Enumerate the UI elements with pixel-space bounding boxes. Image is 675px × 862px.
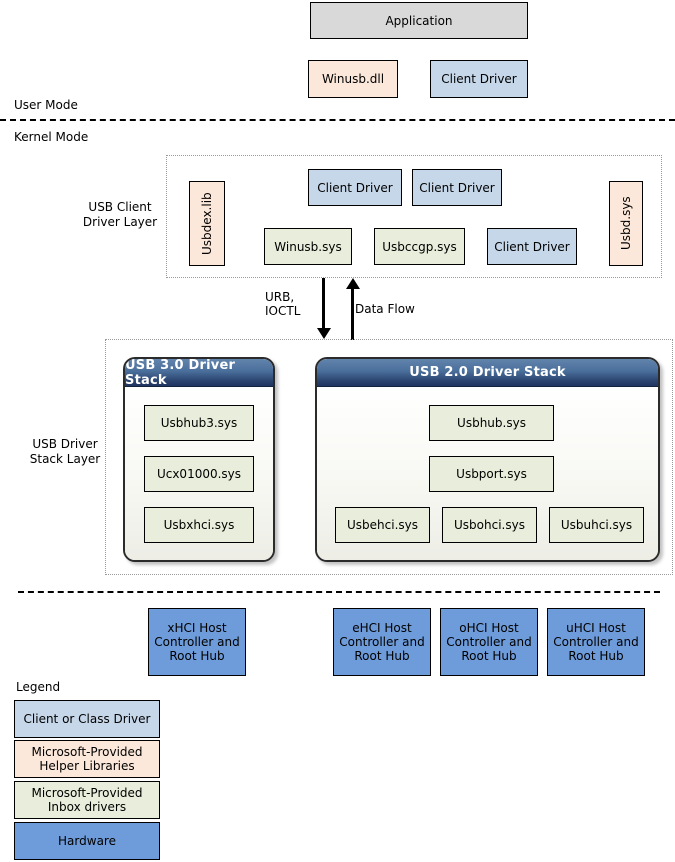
panel-usb2-title-text: USB 2.0 Driver Stack	[409, 365, 566, 380]
node-ohci-line3: Root Hub	[461, 649, 517, 663]
separator-software-hardware	[18, 591, 660, 593]
node-application[interactable]: Application	[310, 2, 528, 39]
node-ehci-line1: eHCI Host	[352, 621, 412, 635]
node-ucx01000-sys[interactable]: Ucx01000.sys	[144, 456, 254, 492]
label-kernel-mode: Kernel Mode	[14, 130, 88, 144]
node-ohci-line1: oHCI Host	[459, 621, 519, 635]
node-user-client-driver[interactable]: Client Driver	[430, 60, 528, 98]
node-client-driver-3-label: Client Driver	[494, 239, 570, 254]
node-usbport-sys[interactable]: Usbport.sys	[429, 456, 554, 492]
legend-item-hardware: Hardware	[14, 822, 160, 860]
node-uhci-line2: Controller and	[553, 635, 639, 649]
legend-item-inbox-drivers-line2: Inbox drivers	[47, 800, 127, 814]
node-usbuhci-sys-label: Usbuhci.sys	[560, 518, 633, 532]
node-winusb-sys-label: Winusb.sys	[274, 239, 342, 254]
node-usbohci-sys-label: Usbohci.sys	[454, 518, 525, 532]
node-usbdex-lib[interactable]: Usbdex.lib	[189, 181, 225, 266]
label-driver-stack-layer: USB Driver Stack Layer	[5, 437, 125, 467]
node-ehci-line2: Controller and	[339, 635, 425, 649]
node-usbhub3-sys-label: Usbhub3.sys	[160, 416, 238, 430]
legend-title: Legend	[16, 680, 60, 694]
label-client-driver-layer: USB Client Driver Layer	[60, 200, 180, 230]
panel-usb2-body: Usbhub.sys Usbport.sys Usbehci.sys Usboh…	[317, 387, 658, 560]
node-ehci-host-controller[interactable]: eHCI Host Controller and Root Hub	[333, 608, 431, 676]
label-driver-stack-layer-line1: USB Driver	[32, 437, 98, 451]
node-uhci-line3: Root Hub	[568, 649, 624, 663]
panel-usb2-driver-stack[interactable]: USB 2.0 Driver Stack Usbhub.sys Usbport.…	[315, 357, 660, 562]
node-winusb-dll-label: Winusb.dll	[321, 72, 385, 86]
group-driver-stack-layer	[105, 339, 673, 575]
node-client-driver-2[interactable]: Client Driver	[412, 169, 502, 206]
node-usbxhci-sys-label: Usbxhci.sys	[163, 518, 235, 532]
node-usbd-sys[interactable]: Usbd.sys	[609, 181, 643, 266]
node-ucx01000-sys-label: Ucx01000.sys	[156, 467, 242, 481]
node-usbhub3-sys[interactable]: Usbhub3.sys	[144, 405, 254, 441]
legend-item-hardware-label: Hardware	[58, 834, 116, 848]
legend-item-inbox-drivers: Microsoft-Provided Inbox drivers	[14, 781, 160, 819]
node-xhci-line2: Controller and	[154, 635, 240, 649]
legend-item-client-driver: Client or Class Driver	[14, 700, 160, 738]
node-winusb-dll[interactable]: Winusb.dll	[308, 60, 398, 98]
label-kernel-mode-text: Kernel Mode	[14, 130, 89, 144]
node-uhci-host-controller[interactable]: uHCI Host Controller and Root Hub	[547, 608, 645, 676]
label-data-flow-text: Data Flow	[355, 302, 415, 316]
label-urb-ioctl: URB, IOCTL	[265, 290, 300, 318]
node-xhci-line3: Root Hub	[169, 649, 225, 663]
arrow-data-flow	[345, 278, 361, 340]
label-user-mode-text: User Mode	[14, 98, 78, 112]
label-client-driver-layer-line2: Driver Layer	[82, 215, 158, 229]
label-data-flow: Data Flow	[355, 302, 415, 316]
node-usbehci-sys-label: Usbehci.sys	[347, 518, 418, 532]
legend-item-helper-libraries: Microsoft-Provided Helper Libraries	[14, 740, 160, 778]
node-usbccgp-sys-label: Usbccgp.sys	[382, 239, 457, 254]
label-client-driver-layer-line1: USB Client	[88, 200, 152, 214]
node-client-driver-1[interactable]: Client Driver	[308, 169, 402, 206]
legend-item-helper-libraries-line2: Helper Libraries	[39, 759, 135, 773]
label-urb-ioctl-line2: IOCTL	[265, 304, 301, 318]
label-user-mode: User Mode	[14, 98, 78, 112]
panel-usb3-title-text: USB 3.0 Driver Stack	[125, 357, 236, 388]
node-client-driver-2-label: Client Driver	[419, 180, 495, 195]
legend-item-client-driver-label: Client or Class Driver	[23, 712, 151, 726]
panel-usb3-body: Usbhub3.sys Ucx01000.sys Usbxhci.sys	[125, 387, 273, 560]
node-usbport-sys-label: Usbport.sys	[456, 467, 527, 481]
arrow-urb-ioctl	[316, 278, 332, 340]
node-xhci-line1: xHCI Host	[167, 621, 227, 635]
node-usbhub-sys-label: Usbhub.sys	[457, 416, 526, 430]
node-usbxhci-sys[interactable]: Usbxhci.sys	[144, 507, 254, 543]
node-usbd-sys-label: Usbd.sys	[619, 196, 633, 251]
panel-usb2-title: USB 2.0 Driver Stack	[317, 359, 658, 387]
node-usbhub-sys[interactable]: Usbhub.sys	[429, 405, 554, 441]
node-uhci-line1: uHCI Host	[566, 621, 626, 635]
panel-usb3-driver-stack[interactable]: USB 3.0 Driver Stack Usbhub3.sys Ucx0100…	[123, 357, 275, 562]
node-usbehci-sys[interactable]: Usbehci.sys	[335, 507, 430, 543]
legend-item-inbox-drivers-line1: Microsoft-Provided	[31, 786, 143, 800]
node-ohci-host-controller[interactable]: oHCI Host Controller and Root Hub	[440, 608, 538, 676]
node-ohci-line2: Controller and	[446, 635, 532, 649]
group-client-driver-layer	[166, 155, 662, 278]
legend-item-helper-libraries-line1: Microsoft-Provided	[31, 745, 143, 759]
node-user-client-driver-label: Client Driver	[441, 72, 517, 86]
separator-user-kernel	[0, 119, 675, 121]
node-application-label: Application	[385, 13, 453, 28]
node-client-driver-1-label: Client Driver	[317, 180, 393, 195]
panel-usb3-title: USB 3.0 Driver Stack	[125, 357, 273, 388]
node-usbdex-lib-label: Usbdex.lib	[200, 192, 214, 255]
label-driver-stack-layer-line2: Stack Layer	[29, 452, 101, 466]
node-ehci-line3: Root Hub	[354, 649, 410, 663]
node-usbohci-sys[interactable]: Usbohci.sys	[442, 507, 537, 543]
node-client-driver-3[interactable]: Client Driver	[487, 228, 577, 265]
node-xhci-host-controller[interactable]: xHCI Host Controller and Root Hub	[148, 608, 246, 676]
node-usbuhci-sys[interactable]: Usbuhci.sys	[549, 507, 644, 543]
node-winusb-sys[interactable]: Winusb.sys	[264, 228, 352, 265]
legend-title-text: Legend	[16, 680, 61, 694]
node-usbccgp-sys[interactable]: Usbccgp.sys	[374, 228, 465, 265]
label-urb-ioctl-line1: URB,	[265, 290, 295, 304]
